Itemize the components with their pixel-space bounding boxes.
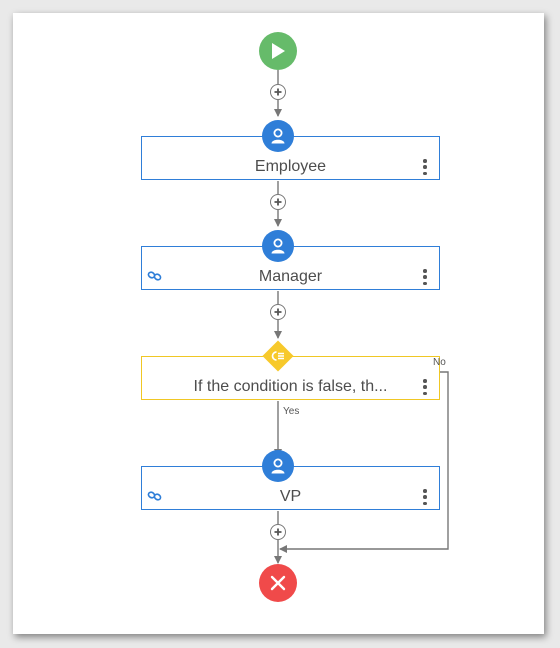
kebab-menu-icon[interactable] bbox=[419, 157, 431, 177]
yes-label: Yes bbox=[283, 406, 300, 417]
add-step-icon bbox=[274, 198, 282, 206]
workflow-connectors bbox=[274, 70, 449, 564]
link-icon[interactable] bbox=[147, 491, 162, 501]
node-label: Employee bbox=[254, 158, 327, 175]
start-node[interactable] bbox=[259, 32, 297, 70]
play-icon bbox=[272, 43, 285, 59]
link-icon[interactable] bbox=[147, 271, 162, 281]
add-step-button[interactable] bbox=[270, 194, 286, 210]
add-step-button[interactable] bbox=[270, 304, 286, 320]
kebab-menu-icon[interactable] bbox=[419, 487, 431, 507]
add-step-icon bbox=[274, 308, 282, 316]
close-icon bbox=[270, 575, 286, 591]
user-icon bbox=[262, 450, 294, 482]
node-label: VP bbox=[279, 488, 302, 505]
condition-node[interactable]: If the condition is false, th... bbox=[141, 356, 440, 400]
add-step-button[interactable] bbox=[270, 524, 286, 540]
node-label: Manager bbox=[258, 268, 323, 285]
end-node[interactable] bbox=[259, 564, 297, 602]
kebab-menu-icon[interactable] bbox=[419, 377, 431, 397]
workflow-canvas: Employee Manager If the condition is fal… bbox=[13, 13, 544, 634]
no-label: No bbox=[433, 357, 446, 368]
condition-icon bbox=[271, 351, 284, 361]
node-label: If the condition is false, th... bbox=[193, 378, 388, 395]
add-step-button[interactable] bbox=[270, 84, 286, 100]
add-step-icon bbox=[274, 528, 282, 536]
user-icon bbox=[262, 120, 294, 152]
kebab-menu-icon[interactable] bbox=[419, 267, 431, 287]
user-icon bbox=[262, 230, 294, 262]
add-step-icon bbox=[274, 88, 282, 96]
